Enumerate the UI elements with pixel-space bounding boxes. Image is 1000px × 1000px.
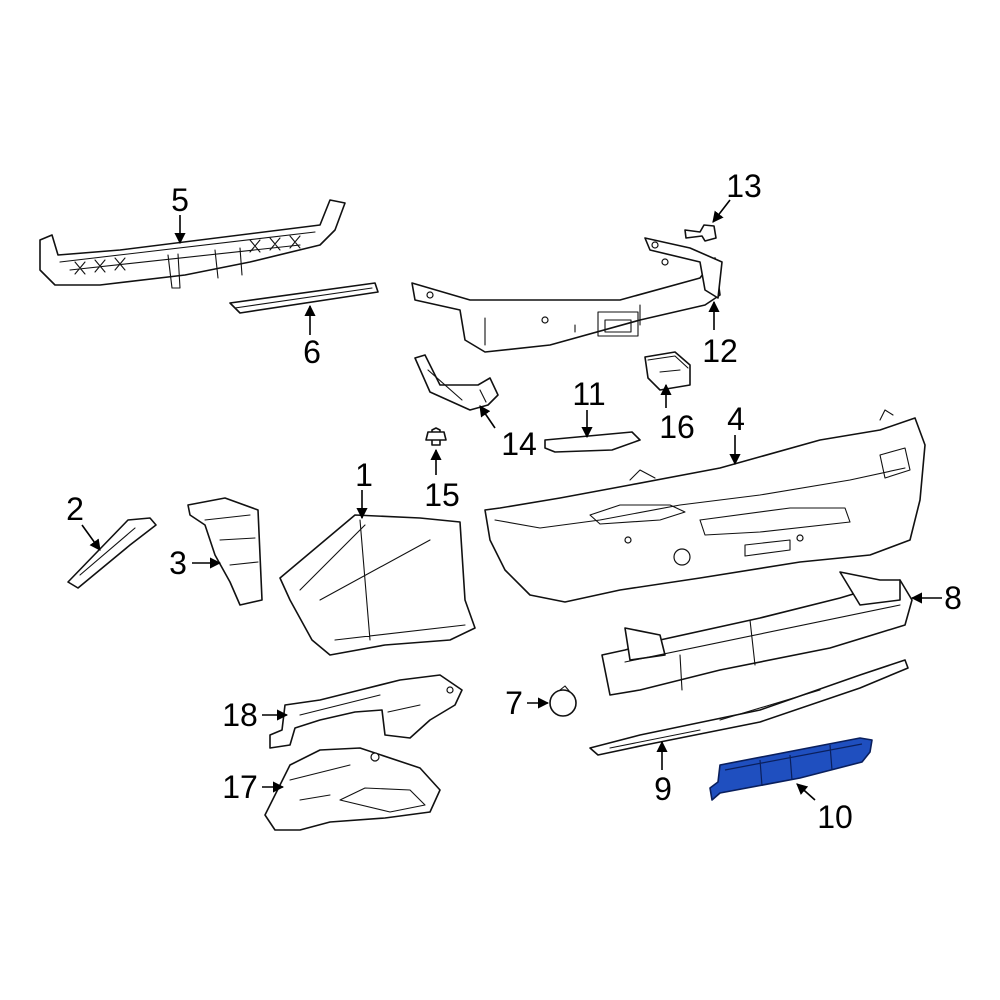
leader-lines (81, 199, 942, 801)
part-6-strip[interactable] (229, 282, 379, 314)
callout-labels: 5 6 13 12 16 14 11 15 4 1 2 3 8 7 9 10 1… (66, 168, 962, 835)
part-4-bumper-cover[interactable] (484, 409, 926, 603)
callout-12: 12 (702, 333, 738, 369)
callout-2: 2 (66, 491, 84, 527)
leader-13 (712, 199, 731, 223)
part-14-bracket[interactable] (414, 354, 499, 411)
part-9-lower-molding[interactable] (589, 659, 909, 756)
leader-2 (81, 524, 101, 551)
part-15-bolt[interactable] (425, 427, 447, 446)
callout-10: 10 (817, 799, 853, 835)
part-8-reinforcement[interactable] (601, 571, 913, 696)
callout-6: 6 (303, 334, 321, 370)
callout-18: 18 (222, 697, 258, 733)
callout-1: 1 (355, 457, 373, 493)
callout-14: 14 (501, 426, 537, 462)
part-11-molding[interactable] (544, 431, 641, 453)
part-16-connector[interactable] (644, 351, 691, 391)
part-17-exhaust-tip[interactable] (264, 747, 441, 831)
part-12-hitch-receiver[interactable] (411, 237, 723, 353)
part-3-side-bracket[interactable] (187, 497, 263, 606)
callout-17: 17 (222, 769, 258, 805)
part-10-highlighted-absorber[interactable] (709, 737, 873, 801)
callout-9: 9 (654, 771, 672, 807)
leader-14 (479, 405, 496, 429)
part-18-wiring-harness[interactable] (269, 674, 463, 749)
part-7-plug[interactable] (549, 685, 577, 717)
callout-3: 3 (169, 545, 187, 581)
part-1-fascia-panel[interactable] (279, 514, 476, 656)
part-2-bracket[interactable] (67, 517, 157, 589)
callout-15: 15 (424, 477, 460, 513)
callout-8: 8 (944, 580, 962, 616)
part-5-upper-bracket[interactable] (39, 199, 346, 289)
callout-5: 5 (171, 182, 189, 218)
callout-13: 13 (726, 168, 762, 204)
callout-16: 16 (659, 409, 695, 445)
part-13-bolt[interactable] (684, 224, 717, 242)
callout-11: 11 (572, 376, 605, 412)
callout-7: 7 (505, 685, 523, 721)
callout-4: 4 (727, 401, 745, 437)
leader-10 (796, 783, 816, 801)
